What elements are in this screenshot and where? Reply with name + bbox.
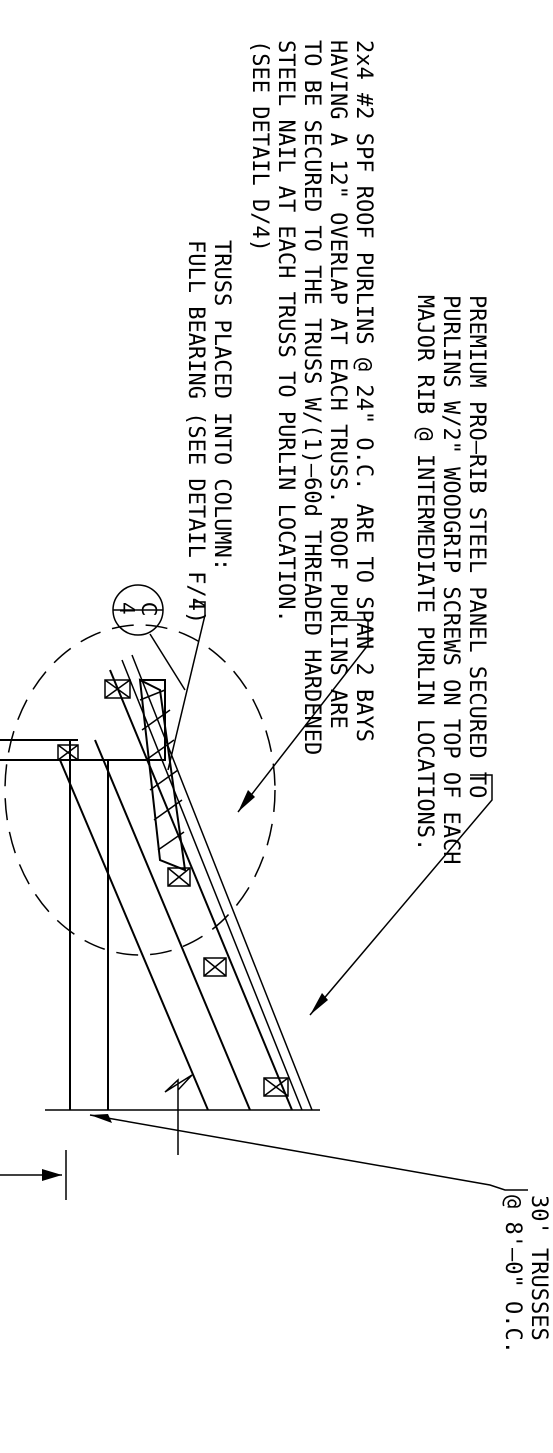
truss-bearing-note-line-2: FULL BEARING (SEE DETAIL F/4) <box>183 240 208 624</box>
trusses-note: 30' TRUSSES @ 8'–0" O.C. <box>500 1195 551 1354</box>
trusses-note-line-2: @ 8'–0" O.C. <box>500 1195 525 1354</box>
detail-bubble-letter: C <box>137 602 161 616</box>
purlin-note-line-5: (SEE DETAIL D/4) <box>247 40 272 252</box>
purlin-note-line-1: 2x4 #2 SPF ROOF PURLINS @ 24" O.C. ARE T… <box>351 40 376 742</box>
truss-bearing-note: TRUSS PLACED INTO COLUMN: FULL BEARING (… <box>183 240 234 624</box>
dimension-arrow <box>0 1150 67 1200</box>
detail-circle <box>4 624 276 956</box>
detail-bubble-sheet: 4 <box>115 602 139 615</box>
detail-callout-bubble: C 4 <box>112 584 186 691</box>
purlin-note-line-2: HAVING A 12" OVERLAP AT EACH TRUSS. ROOF… <box>325 40 350 729</box>
break-line <box>164 1074 193 1155</box>
trusses-note-line-1: 30' TRUSSES <box>526 1195 551 1341</box>
leader-lines <box>89 601 528 1191</box>
panel-note-line-3: MAJOR RIB @ INTERMEDIATE PURLIN LOCATION… <box>412 295 437 851</box>
purlin-note: 2x4 #2 SPF ROOF PURLINS @ 24" O.C. ARE T… <box>247 40 376 755</box>
purlin-note-line-4: STEEL NAIL AT EACH TRUSS TO PURLIN LOCAT… <box>273 40 298 623</box>
panel-note-line-2: PURLINS W/2" WOODGRIP SCREWS ON TOP OF E… <box>438 295 463 865</box>
panel-note-line-1: PREMIUM PRO–RIB STEEL PANEL SECURED TO <box>464 295 489 798</box>
panel-note: PREMIUM PRO–RIB STEEL PANEL SECURED TO P… <box>412 295 489 865</box>
purlin-note-line-3: TO BE SECURED TO THE TRUSS W/(1)–60d THR… <box>299 40 324 755</box>
roof-section <box>0 654 320 1155</box>
purlin-blocks <box>57 679 289 1097</box>
truss-bearing-note-line-1: TRUSS PLACED INTO COLUMN: <box>209 240 234 571</box>
